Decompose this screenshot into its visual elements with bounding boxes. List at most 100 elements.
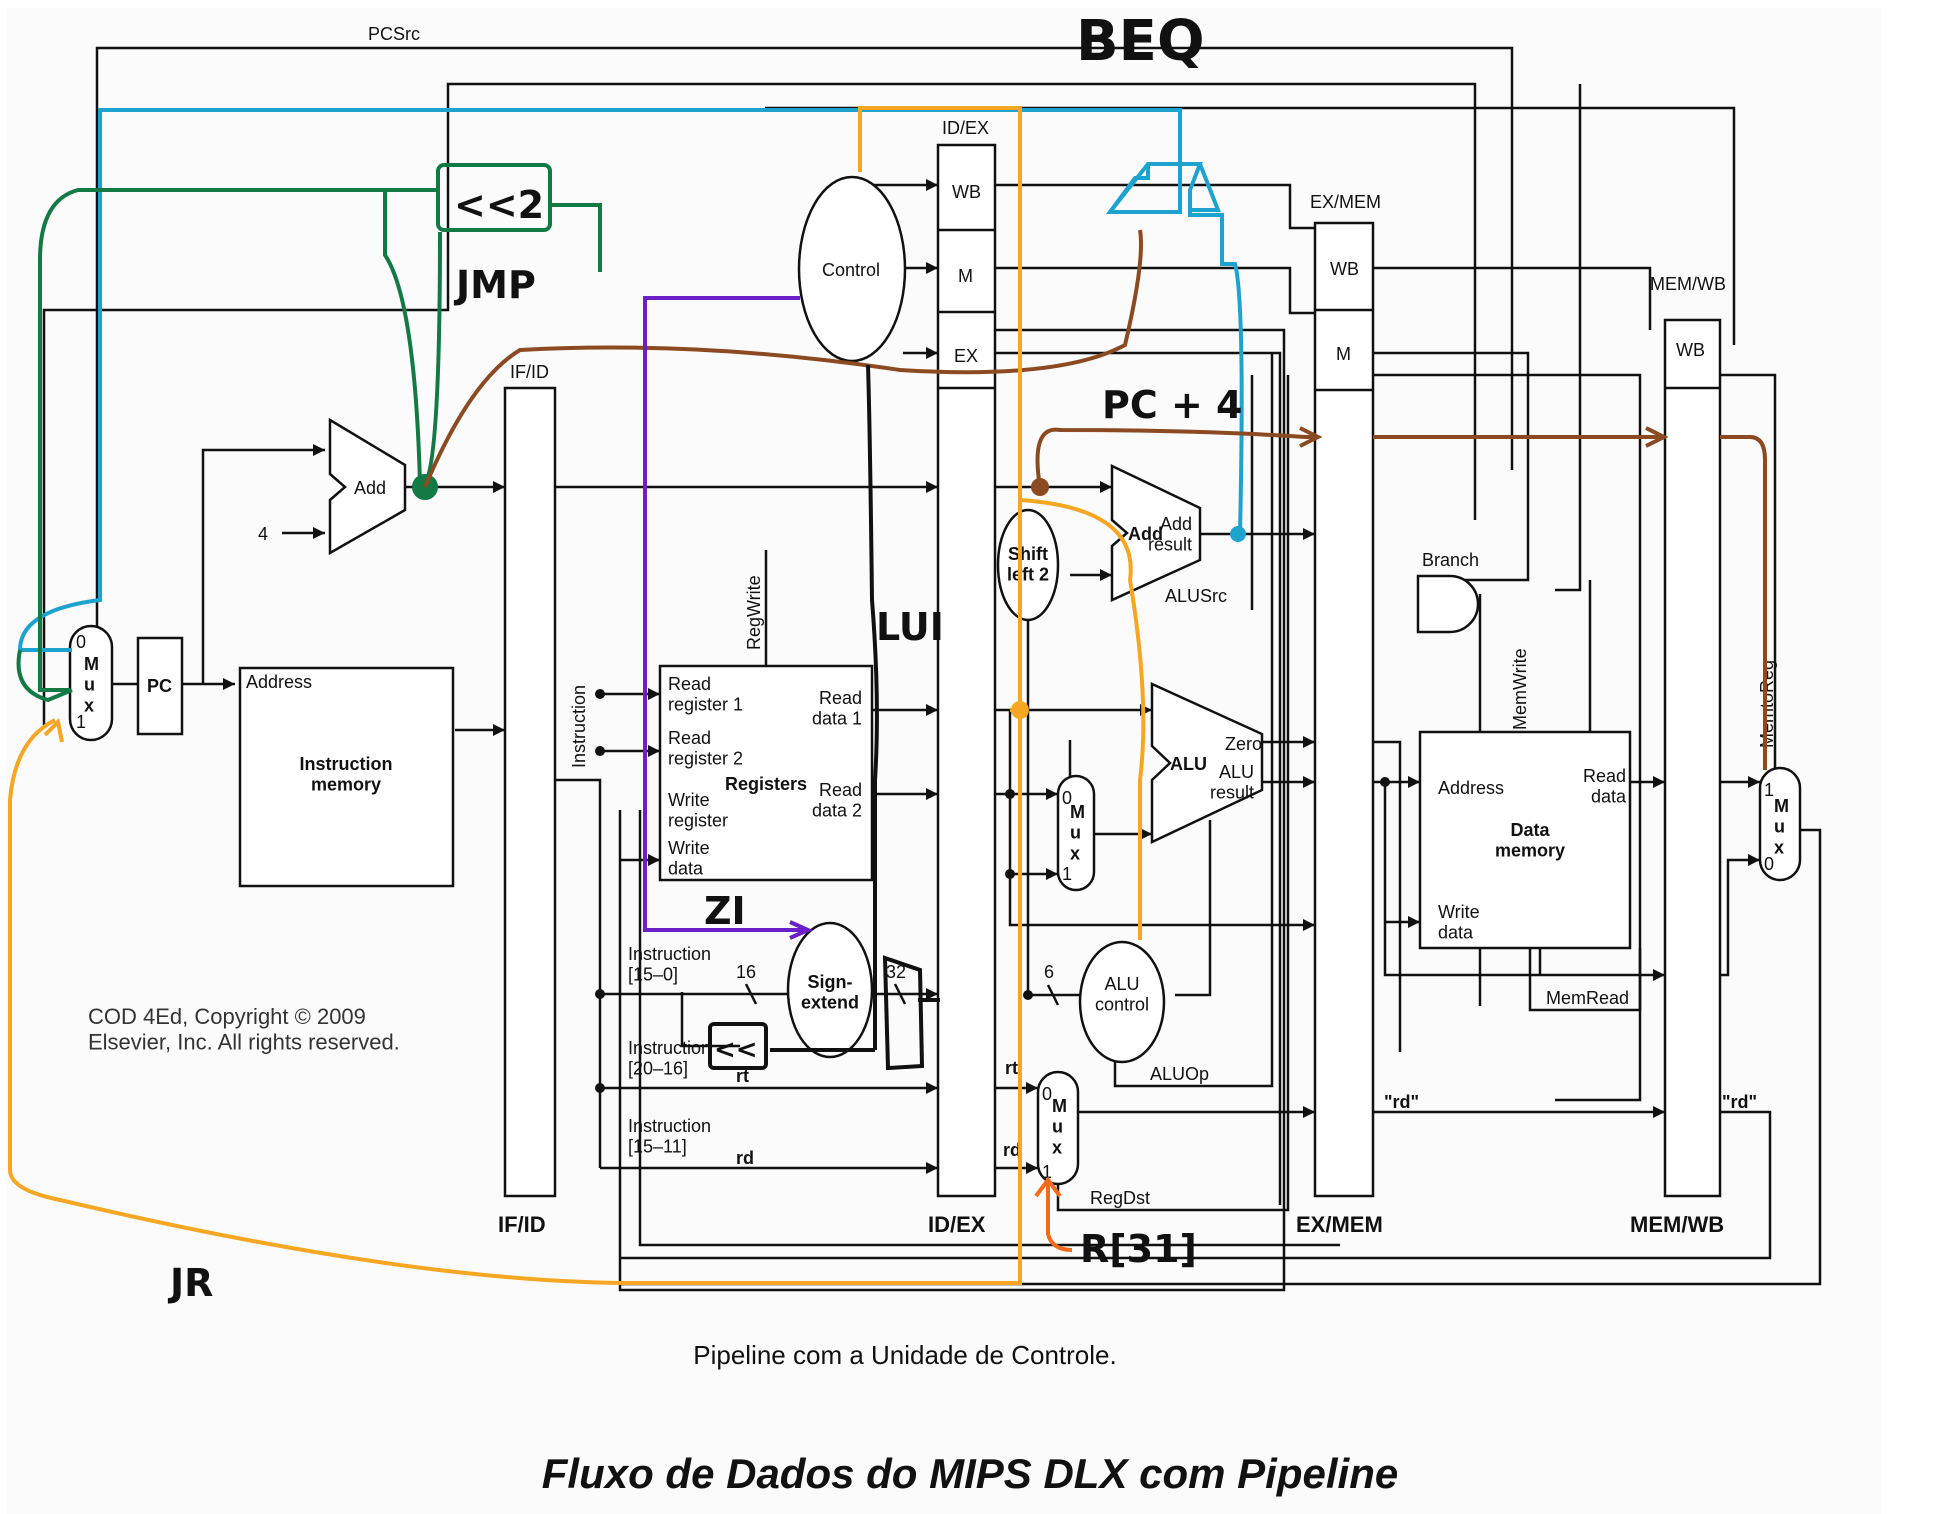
- rt-label: rt: [736, 1066, 749, 1086]
- register-file: [658, 664, 874, 882]
- pc-mux-1: 1: [76, 712, 86, 732]
- data-memory: [1418, 730, 1632, 950]
- rd-idex-label: rd: [1003, 1140, 1021, 1160]
- ifid-bottom-label: IF/ID: [498, 1212, 546, 1237]
- pipeline-registers: [503, 143, 1722, 1198]
- writeback-mux: [1758, 766, 1802, 882]
- sign-extend-label: Sign-extend: [801, 972, 859, 1013]
- thirtytwo-label: 32: [886, 962, 906, 982]
- branch-and-gate: [1416, 574, 1480, 634]
- idex-wb: WB: [952, 182, 981, 202]
- shl-label: <<: [714, 1035, 758, 1065]
- alu-label: ALU: [1170, 754, 1207, 774]
- branch-adder: [1110, 464, 1202, 602]
- rd-quoted-memwb: "rd": [1722, 1092, 1757, 1112]
- control-unit: [797, 175, 907, 363]
- wb-mux-1: 1: [1764, 780, 1774, 800]
- registers-label: Registers: [725, 774, 807, 794]
- regdst-mux: [1036, 1070, 1080, 1186]
- exmem-top-label: EX/MEM: [1310, 192, 1381, 212]
- pc-register: [136, 636, 184, 736]
- memwb-top-label: MEM/WB: [1650, 274, 1726, 294]
- jr-annotation: JR: [8, 106, 1146, 1305]
- instruction-memory: [238, 666, 455, 888]
- alusrc-mux-1: 1: [1062, 864, 1072, 884]
- pcsrc-label: PCSrc: [368, 24, 420, 44]
- pc-label: PC: [147, 676, 172, 696]
- functional-blocks: [68, 175, 1802, 1186]
- dmem-address-label: Address: [1438, 778, 1504, 798]
- branch-label: Branch: [1422, 550, 1479, 570]
- zi-label: ZI: [704, 889, 746, 933]
- fetch-add-label: Add: [354, 478, 386, 498]
- sixteen-label: 16: [736, 962, 756, 982]
- zero-label: Zero: [1225, 734, 1262, 754]
- pc-mux-0: 0: [76, 632, 86, 652]
- imem-address-label: Address: [246, 672, 312, 692]
- memwb-bottom-label: MEM/WB: [1630, 1212, 1724, 1237]
- alusrc-mux: [1056, 774, 1096, 892]
- exmem-m: M: [1336, 344, 1351, 364]
- exmem-bottom-label: EX/MEM: [1296, 1212, 1383, 1237]
- rd-label: rd: [736, 1148, 754, 1168]
- alusrc-label: ALUSrc: [1165, 586, 1227, 606]
- memwb-register: [1663, 318, 1722, 1198]
- control-label: Control: [822, 260, 880, 280]
- four-label: 4: [258, 524, 268, 544]
- lui-annotation: LUI <<: [708, 364, 944, 1071]
- fetch-adder: [328, 417, 407, 556]
- exmem-register: [1313, 221, 1375, 1198]
- ifid-top-label: IF/ID: [510, 362, 549, 382]
- memwb-wb: WB: [1676, 340, 1705, 360]
- lui-label: LUI: [876, 605, 944, 649]
- page-title: Fluxo de Dados do MIPS DLX com Pipeline: [542, 1450, 1398, 1497]
- regdst-label: RegDst: [1090, 1188, 1150, 1208]
- idex-m: M: [958, 266, 973, 286]
- alu-control: [1078, 940, 1166, 1064]
- idex-bottom-label: ID/EX: [928, 1212, 986, 1237]
- regdst-mux-0: 0: [1042, 1084, 1052, 1104]
- exmem-wb: WB: [1330, 259, 1359, 279]
- jmp-label: JMP: [453, 263, 536, 307]
- ifid-register: [503, 386, 557, 1198]
- idex-ex: EX: [954, 346, 978, 366]
- aluop-label: ALUOp: [1150, 1064, 1209, 1084]
- sign-extend: [786, 921, 874, 1059]
- regwrite-label: RegWrite: [744, 575, 764, 650]
- idex-top-label: ID/EX: [942, 118, 989, 138]
- instr-20-16-label: Instruction[20–16]: [628, 1038, 711, 1079]
- beq-label: BEQ: [1076, 9, 1205, 74]
- r31-annotation: R[31]: [1034, 1176, 1197, 1271]
- alu: [1150, 682, 1264, 844]
- pc-mux: [68, 624, 114, 742]
- branch-add-label: Add: [1128, 524, 1163, 544]
- beq-annotation: BEQ: [17, 9, 1246, 653]
- jr-label: JR: [167, 1261, 213, 1305]
- shift-left-2: [996, 508, 1060, 622]
- r31-label: R[31]: [1080, 1227, 1197, 1271]
- memread-label: MemRead: [1546, 988, 1629, 1008]
- instr-15-11-label: Instruction[15–11]: [628, 1116, 711, 1157]
- pc4-annotation: PC + 4: [423, 229, 1767, 770]
- alusrc-mux-0: 0: [1062, 788, 1072, 808]
- caption-text: Pipeline com a Unidade de Controle.: [693, 1340, 1116, 1370]
- idex-register: [936, 143, 997, 1198]
